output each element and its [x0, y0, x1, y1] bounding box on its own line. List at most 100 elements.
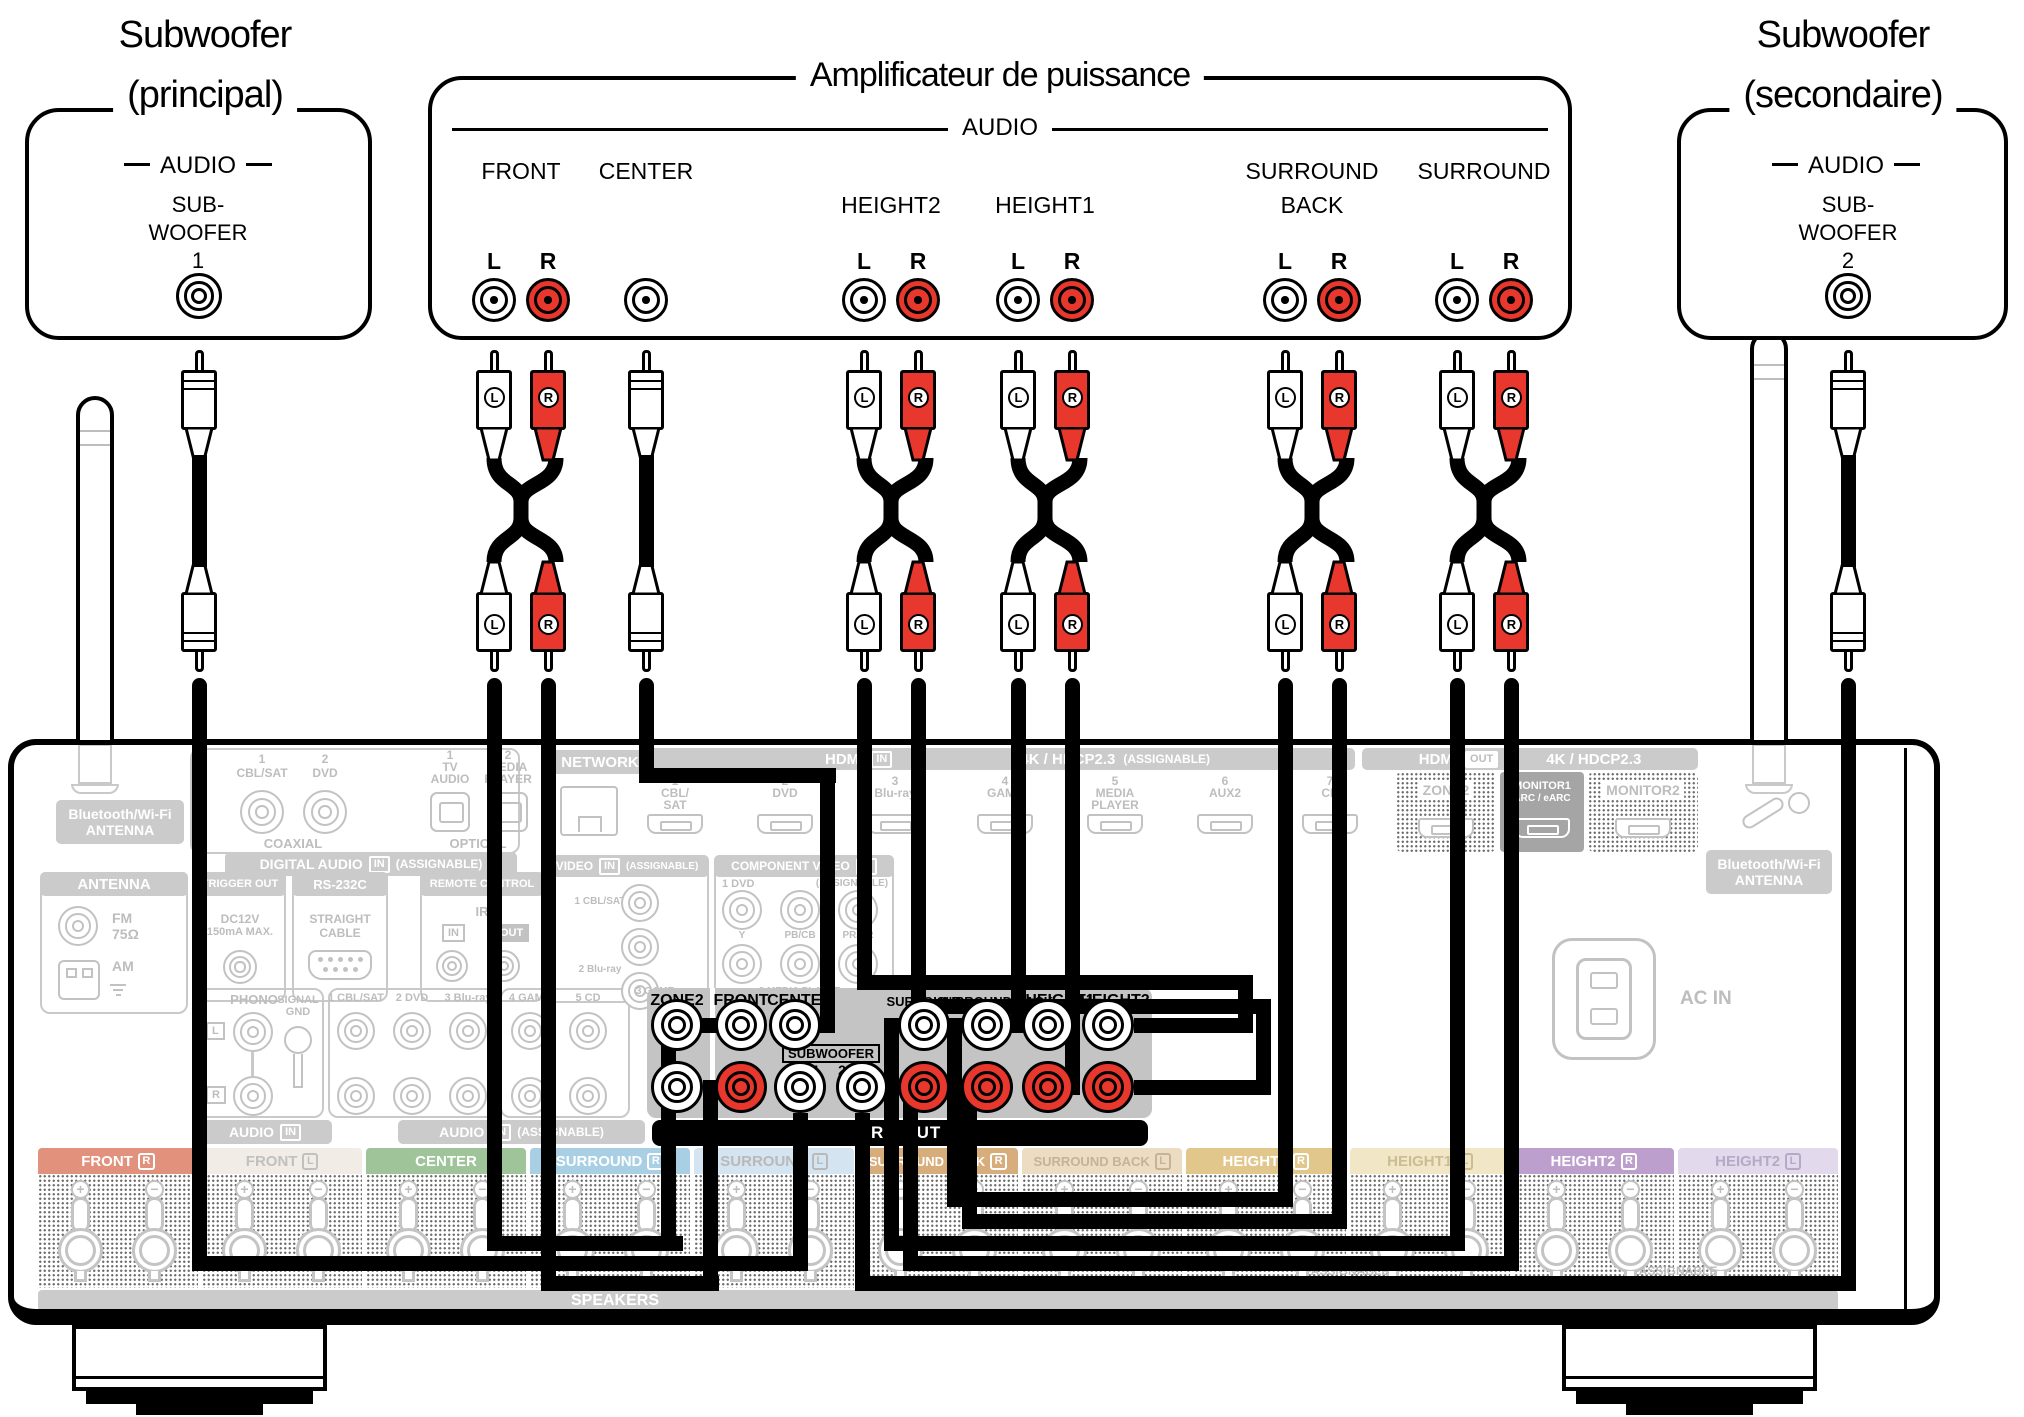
- fm-antenna-jack[interactable]: [58, 906, 98, 946]
- rca-plug-sub1-up[interactable]: [181, 350, 217, 462]
- component-pb2-jack[interactable]: [780, 944, 820, 984]
- component-pb-jack[interactable]: [780, 890, 820, 930]
- preout-surround-l-jack[interactable]: [898, 999, 950, 1051]
- preout-height2-l-jack[interactable]: [1082, 999, 1134, 1051]
- hdmi-port-1[interactable]: [647, 814, 703, 834]
- antenna-joint: [1754, 378, 1784, 380]
- hdmi-out-monitor2-port[interactable]: [1615, 818, 1671, 838]
- speaker-terminal-cell[interactable]: +−: [38, 1174, 198, 1288]
- video-jack1[interactable]: [621, 884, 659, 922]
- speaker-terminal-cell[interactable]: +−: [1678, 1174, 1838, 1288]
- component-y2-jack[interactable]: [722, 944, 762, 984]
- digital-coax1-jack[interactable]: [240, 790, 284, 834]
- rca-plug-height2-r-up[interactable]: R: [900, 350, 936, 462]
- audioin-jack[interactable]: [337, 1077, 375, 1115]
- preout-height1-r-jack[interactable]: [1022, 1061, 1074, 1113]
- audioin-jack[interactable]: [449, 1012, 487, 1050]
- subwoofer-2-input-jack[interactable]: [1825, 273, 1871, 319]
- cable-segment: [191, 1256, 808, 1271]
- speaker-terminal-cell[interactable]: +−: [694, 1174, 854, 1288]
- preout-zone2-l-jack[interactable]: [651, 999, 703, 1051]
- rca-plug-sub2-down[interactable]: [1830, 560, 1866, 672]
- rca-plug-center-up[interactable]: [628, 350, 664, 462]
- rca-plug-surround-l-down[interactable]: L: [1439, 560, 1475, 672]
- ac-inlet[interactable]: [1552, 938, 1656, 1060]
- rca-plug-sback-l-down[interactable]: L: [1267, 560, 1303, 672]
- rca-plug-sback-l-up[interactable]: L: [1267, 350, 1303, 462]
- phono-l-jack[interactable]: [233, 1012, 273, 1052]
- audioin-jack[interactable]: [449, 1077, 487, 1115]
- preout-sback-l-jack[interactable]: [961, 999, 1013, 1051]
- rca-plug-sub2-up[interactable]: [1830, 350, 1866, 462]
- preout-zone2-r-jack[interactable]: [651, 1061, 703, 1113]
- rca-plug-height2-l-down[interactable]: L: [846, 560, 882, 672]
- rca-plug-sback-r-down[interactable]: R: [1321, 560, 1357, 672]
- preout-subwoofer2-jack[interactable]: [836, 1061, 888, 1113]
- amp-surround-r-jack[interactable]: [1489, 278, 1533, 322]
- network-rj45-jack[interactable]: [560, 786, 618, 836]
- rca-plug-surround-r-up[interactable]: R: [1493, 350, 1529, 462]
- audioin-jack[interactable]: [393, 1012, 431, 1050]
- preout-front-l-jack[interactable]: [715, 999, 767, 1051]
- amp-height2-r-jack[interactable]: [896, 278, 940, 322]
- amp-height2-l-jack[interactable]: [842, 278, 886, 322]
- video-jack2[interactable]: [621, 928, 659, 966]
- digital-coax2-jack[interactable]: [303, 790, 347, 834]
- preout-center-jack[interactable]: [769, 999, 821, 1051]
- amp-height2-l-label: L: [856, 248, 872, 274]
- speaker-terminal-cell[interactable]: +−: [1514, 1174, 1674, 1288]
- rca-plug-height1-r-up[interactable]: R: [1054, 350, 1090, 462]
- audioin-jack[interactable]: [337, 1012, 375, 1050]
- rca-plug-height1-l-down[interactable]: L: [1000, 560, 1036, 672]
- rca-plug-center-down[interactable]: [628, 560, 664, 672]
- preout-height1-l-jack[interactable]: [1022, 999, 1074, 1051]
- amp-front-l-jack[interactable]: [472, 278, 516, 322]
- amp-sback-l-jack[interactable]: [1263, 278, 1307, 322]
- rca-plug-height1-r-down[interactable]: R: [1054, 560, 1090, 672]
- am-terminal[interactable]: [58, 960, 100, 1000]
- rca-plug-sback-r-up[interactable]: R: [1321, 350, 1357, 462]
- rca-plug-front-r-up[interactable]: R: [530, 350, 566, 462]
- hdmi-port-6[interactable]: [1197, 814, 1253, 834]
- component-y-jack[interactable]: [722, 890, 762, 930]
- amp-center-jack[interactable]: [624, 278, 668, 322]
- hdmi-port-5[interactable]: [1087, 814, 1143, 834]
- rca-plug-height2-r-down[interactable]: R: [900, 560, 936, 672]
- rca-plug-height2-l-up[interactable]: L: [846, 350, 882, 462]
- component-y-label: Y: [738, 930, 746, 941]
- preout-subwoofer1-jack[interactable]: [774, 1061, 826, 1113]
- preout-sback-r-jack[interactable]: [961, 1061, 1013, 1113]
- wifi-antenna-left[interactable]: [76, 396, 114, 744]
- gnd-screw[interactable]: [284, 1026, 312, 1054]
- wifi-antenna-right[interactable]: [1750, 330, 1788, 744]
- amp-height1-l-jack[interactable]: [996, 278, 1040, 322]
- audioin-jack[interactable]: [569, 1077, 607, 1115]
- remote-in-jack[interactable]: [436, 950, 468, 982]
- subwoofer-1-input-jack[interactable]: [176, 273, 222, 319]
- ac-inlet-inner: [1576, 958, 1632, 1040]
- video-jack2-label: 2 Blu-ray: [578, 964, 622, 975]
- speakers-strip: [38, 1290, 1838, 1312]
- preout-height2-r-jack[interactable]: [1082, 1061, 1134, 1113]
- rca-plug-sub1-down[interactable]: [181, 560, 217, 672]
- rca-plug-surround-l-up[interactable]: L: [1439, 350, 1475, 462]
- rs232-db9-connector[interactable]: [308, 950, 372, 980]
- rca-plug-front-l-up[interactable]: L: [476, 350, 512, 462]
- preout-surround-r-jack[interactable]: [898, 1061, 950, 1113]
- amp-surround-l-jack[interactable]: [1435, 278, 1479, 322]
- audioin-jack[interactable]: [393, 1077, 431, 1115]
- rca-plug-front-l-down[interactable]: L: [476, 560, 512, 672]
- digital-optical1-jack[interactable]: [430, 792, 470, 832]
- rca-plug-surround-r-down[interactable]: R: [1493, 560, 1529, 672]
- rca-plug-front-r-down[interactable]: R: [530, 560, 566, 672]
- amp-height1-r-jack[interactable]: [1050, 278, 1094, 322]
- amp-front-r-jack[interactable]: [526, 278, 570, 322]
- rca-plug-height1-l-up[interactable]: L: [1000, 350, 1036, 462]
- audioin-jack[interactable]: [569, 1012, 607, 1050]
- hdmi-port-2[interactable]: [757, 814, 813, 834]
- amp-sback-r-jack[interactable]: [1317, 278, 1361, 322]
- phono-r-jack[interactable]: [233, 1076, 273, 1116]
- trigger-out-jack[interactable]: [223, 950, 257, 984]
- preout-front-r-jack[interactable]: [715, 1061, 767, 1113]
